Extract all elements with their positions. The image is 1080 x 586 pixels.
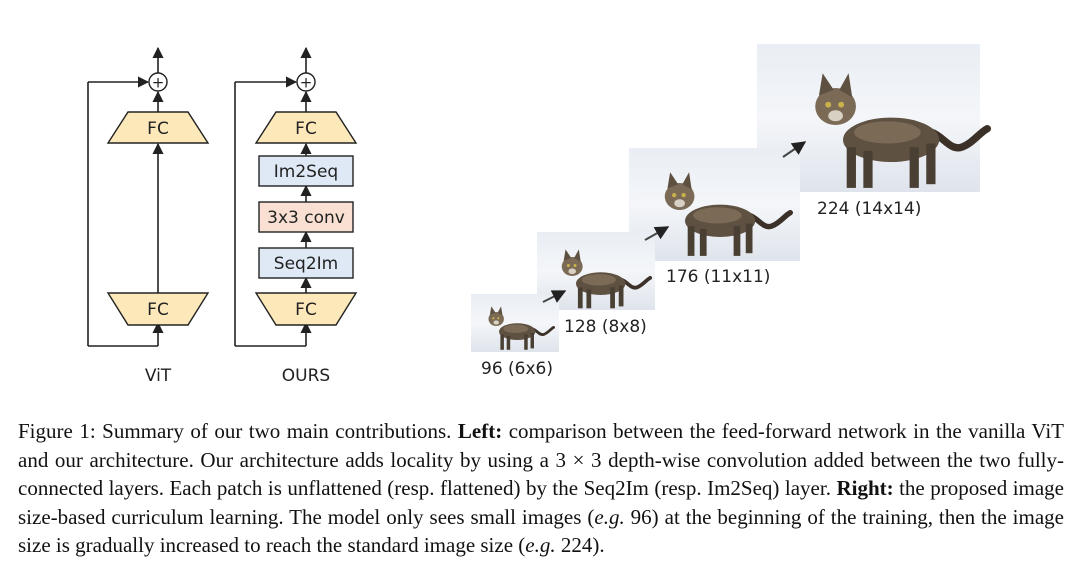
caption-eg-1: e.g. [594,504,625,529]
ours-seq2im-label: Seq2Im [274,254,338,274]
image-label-224: 224 (14x14) [817,199,921,219]
progression-arrow-1 [542,290,567,303]
vit-label: ViT [145,366,172,386]
svg-text:+: + [300,74,313,92]
ours-conv-label: 3x3 conv [267,208,345,228]
progression-arrow-3 [782,141,807,158]
vit-fc-top-label: FC [147,119,169,139]
vit-fc-top [106,111,210,144]
figure-caption: Figure 1: Summary of our two main contri… [18,417,1064,560]
image-label-128: 128 (8x8) [564,317,647,337]
vit-fc-bottom [106,292,210,326]
ours-im2seq-label: Im2Seq [274,162,338,182]
figure-1: FC FC + ViT FC Seq2Im 3x3 conv Im2Seq FC… [87,44,1080,386]
vit-diagram: FC FC + ViT [87,46,210,386]
vit-fc-bottom-label: FC [147,300,169,320]
caption-left-label: Left: [457,419,503,443]
ours-im2seq-box [258,155,354,187]
caption-left-text: comparison between the feed-forward netw… [18,419,1065,501]
ours-seq2im-box [258,247,354,279]
image-label-176: 176 (11x11) [666,267,770,287]
ours-conv-box [258,201,354,233]
caption-right-text-1: the proposed image size-based curriculum… [18,476,1065,529]
ours-fc-top-label: FC [295,119,317,139]
ours-fc-top [254,111,358,144]
ours-fc-bottom [254,292,358,326]
cat-image-96 [471,294,559,352]
image-label-96: 96 (6x6) [481,359,553,379]
ours-label: OURS [282,366,330,386]
curriculum-diagram: 96 (6x6) 128 (8x8) 176 (11x11) 224 (14x1… [471,44,987,379]
caption-right-label: Right: [836,476,894,501]
caption-eg-2: e.g. [525,533,556,558]
progression-arrow-2 [644,226,670,241]
caption-figure-label: Figure 1: Summary of our two main contri… [18,419,452,443]
ours-diagram: FC Seq2Im 3x3 conv Im2Seq FC + OURS [234,46,358,386]
caption-right-text-3: 224). [560,533,605,558]
ours-fc-bottom-label: FC [295,300,317,320]
cat-image-176 [629,148,800,261]
caption-right-text-2: 96) at the beginning of the training, th… [18,504,1064,558]
svg-text:+: + [152,74,165,92]
